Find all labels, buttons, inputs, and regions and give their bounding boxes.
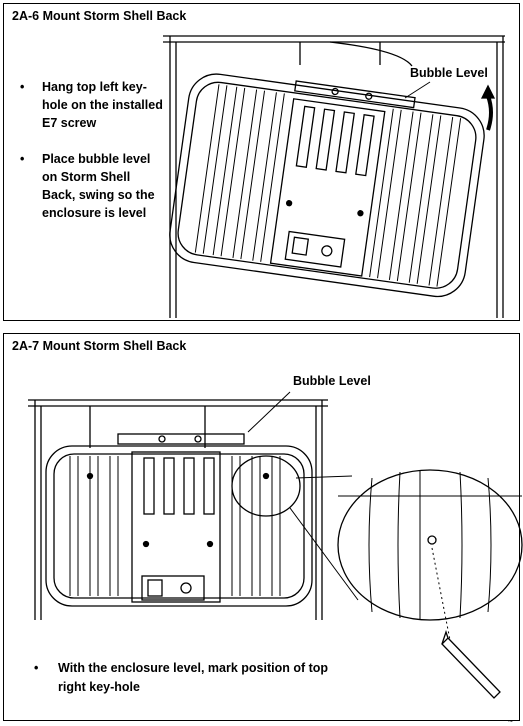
bubble-level-label: Bubble Level bbox=[293, 374, 371, 388]
step-title: 2A-6 Mount Storm Shell Back bbox=[12, 9, 187, 23]
instruction-place-level: Place bubble level on Storm Shell Back, … bbox=[14, 150, 164, 222]
step-title: 2A-7 Mount Storm Shell Back bbox=[12, 339, 187, 353]
bubble-level-label: Bubble Level bbox=[410, 66, 488, 80]
instruction-hang-keyhole: Hang top left key-hole on the installed … bbox=[14, 78, 164, 132]
instruction-list: Hang top left key-hole on the installed … bbox=[14, 78, 164, 240]
instruction-mark-keyhole: With the enclosure level, mark position … bbox=[28, 659, 358, 697]
page-number-fragment: ~ bbox=[507, 716, 513, 726]
